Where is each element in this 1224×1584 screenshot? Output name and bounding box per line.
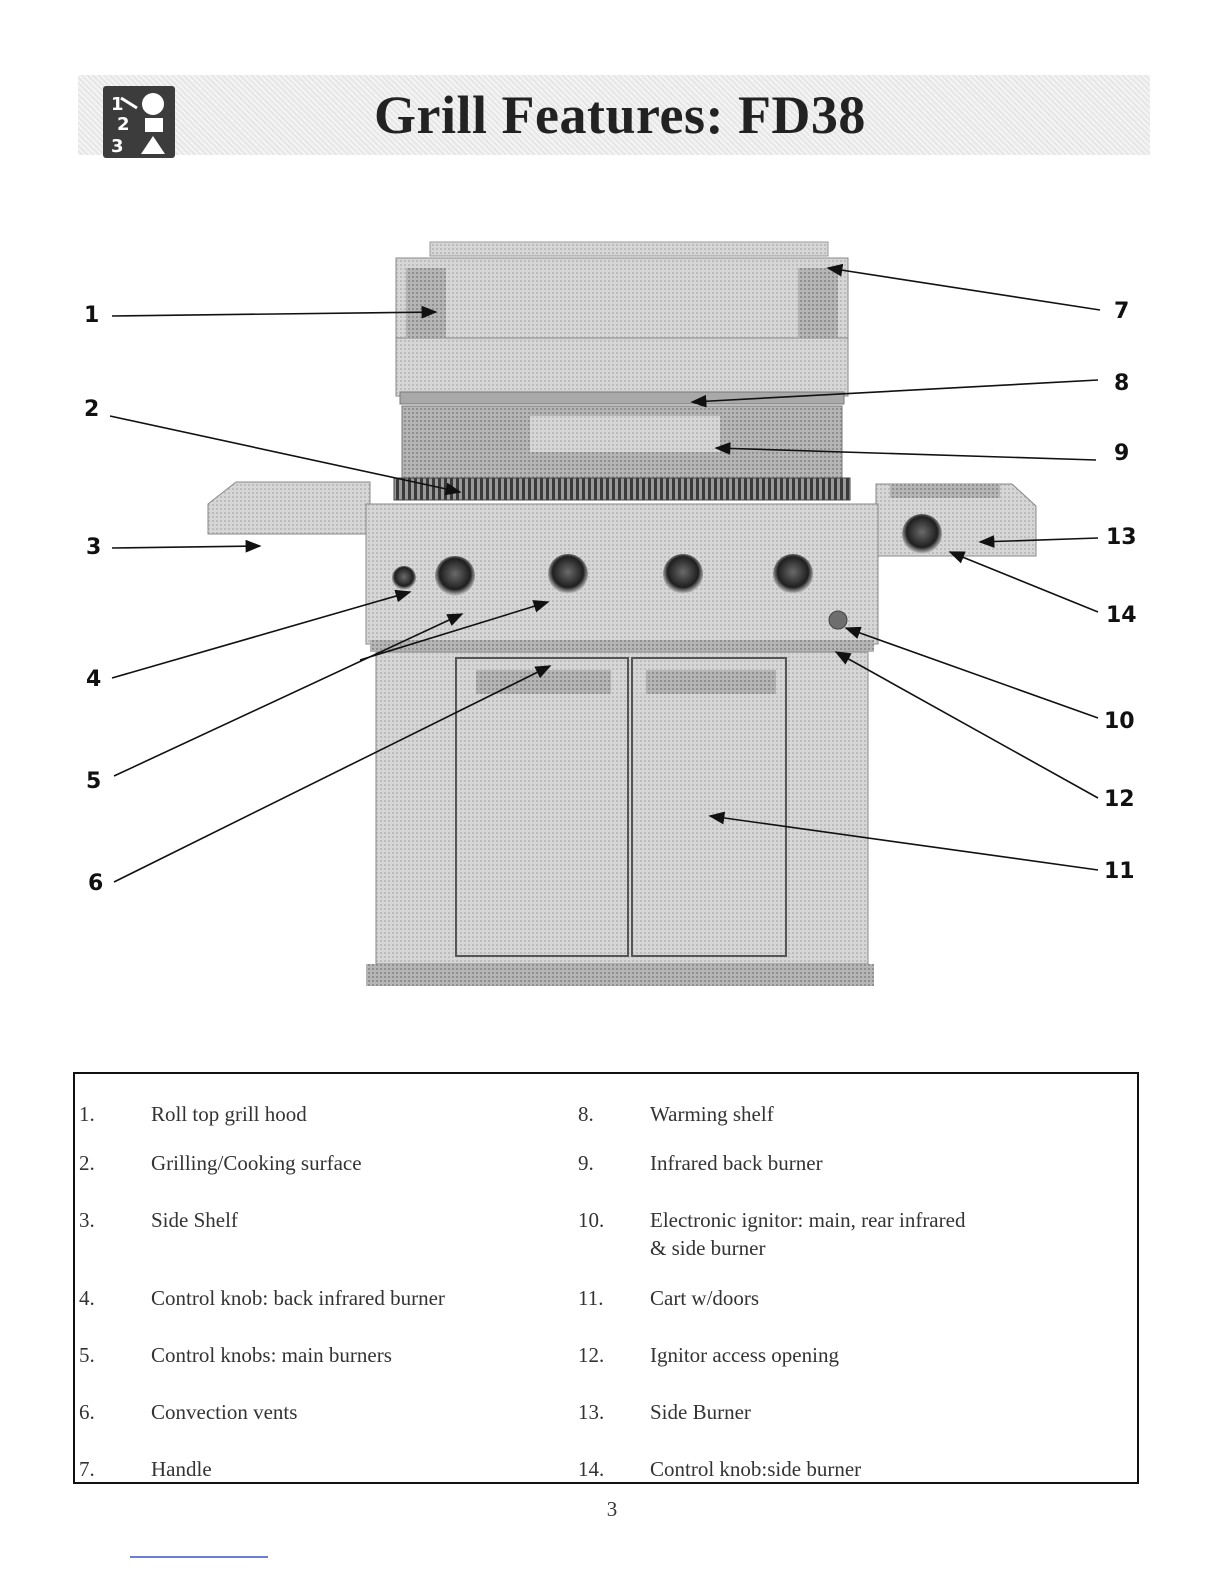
page-number: 3: [606, 1497, 618, 1521]
callout-12: 12: [1104, 787, 1135, 812]
callout-2: 2: [84, 397, 99, 422]
roll-top-grill-hood: [395, 241, 849, 397]
warming-shelf: [399, 391, 845, 405]
svg-text:2: 2: [117, 114, 130, 135]
grill-diagram: 1 2 3 4 5 6 7 8 9 10 11 12 13 14: [84, 241, 1137, 986]
feature-legend: 1.Roll top grill hood 2.Grilling/Cooking…: [73, 1072, 1139, 1484]
callout-6: 6: [88, 871, 103, 896]
side-burner-knob-icon: [902, 514, 942, 554]
cart-with-doors: [366, 651, 874, 986]
infrared-back-burner: [401, 405, 843, 479]
callout-3: 3: [86, 535, 101, 560]
title-band: [78, 75, 1150, 155]
main-burner-knob-icon: [548, 554, 588, 594]
footer-rule: [130, 1556, 268, 1558]
side-shelf: [207, 481, 371, 535]
callout-1: 1: [84, 303, 99, 328]
main-burner-knob-icon: [663, 554, 703, 594]
page-title: Grill Features: FD38: [374, 85, 866, 145]
svg-text:3: 3: [111, 136, 124, 157]
callout-13: 13: [1106, 525, 1137, 550]
back-infrared-burner-knob-icon: [392, 566, 416, 590]
side-burner: [875, 483, 1037, 557]
callout-7: 7: [1114, 299, 1129, 324]
grilling-surface: [393, 477, 851, 501]
leader-lines: [109, 263, 1101, 883]
callout-11: 11: [1104, 859, 1135, 884]
callout-9: 9: [1114, 441, 1129, 466]
electronic-ignitor-button-icon: [828, 610, 848, 630]
callout-14: 14: [1106, 603, 1137, 628]
callout-5: 5: [86, 769, 101, 794]
callout-4: 4: [86, 667, 101, 692]
numbered-shapes-logo-icon: 1 2 3: [103, 86, 175, 158]
callout-8: 8: [1114, 371, 1129, 396]
main-burner-knob-icon: [773, 554, 813, 594]
callout-10: 10: [1104, 709, 1135, 734]
main-burner-knob-icon: [435, 556, 475, 596]
